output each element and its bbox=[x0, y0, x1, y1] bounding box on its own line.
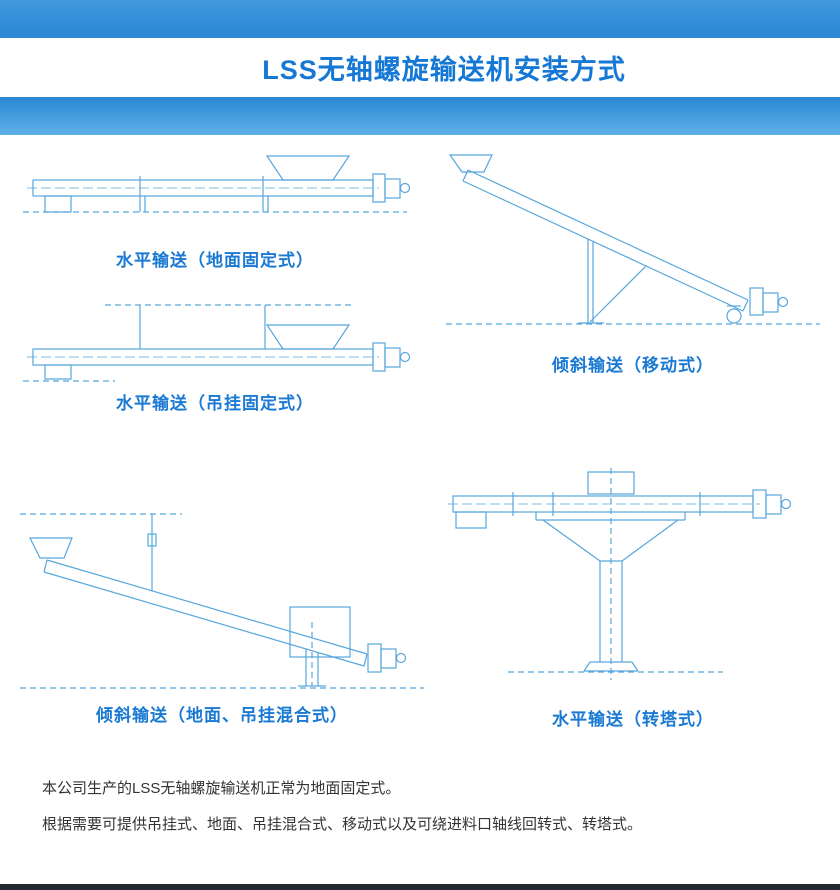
caption-inclined-mobile: 倾斜输送（移动式） bbox=[552, 356, 714, 375]
page-title: LSS无轴螺旋输送机安装方式 bbox=[262, 55, 626, 85]
inclined-mobile-drawing bbox=[446, 154, 820, 325]
caption-horizontal-ground-fixed: 水平输送（地面固定式） bbox=[116, 251, 314, 270]
caption-horizontal-turret: 水平输送（转塔式） bbox=[552, 710, 714, 729]
note-line-2: 根据需要可提供吊挂式、地面、吊挂混合式、移动式以及可绕进料口轴线回转式、转塔式。 bbox=[42, 816, 643, 833]
title-row: LSS无轴螺旋输送机安装方式 bbox=[0, 38, 840, 97]
header-band-bottom bbox=[0, 97, 840, 135]
horizontal-turret-drawing bbox=[448, 468, 792, 680]
caption-horizontal-hanging-fixed: 水平输送（吊挂固定式） bbox=[116, 394, 314, 413]
figure-horizontal-ground-fixed: 水平输送（地面固定式） bbox=[15, 150, 415, 271]
caption-inclined-ground-hanging-mixed: 倾斜输送（地面、吊挂混合式） bbox=[96, 706, 348, 725]
header-band-top bbox=[0, 0, 840, 38]
figure-inclined-ground-hanging-mixed: 倾斜输送（地面、吊挂混合式） bbox=[12, 482, 432, 726]
figure-inclined-mobile: 倾斜输送（移动式） bbox=[438, 152, 828, 376]
horizontal-hanging-fixed-drawing bbox=[23, 304, 411, 382]
figure-horizontal-turret: 水平输送（转塔式） bbox=[438, 466, 828, 730]
horizontal-ground-fixed-drawing bbox=[23, 155, 411, 213]
bottom-border bbox=[0, 884, 840, 890]
inclined-ground-hanging-mixed-drawing bbox=[20, 513, 424, 689]
figure-horizontal-hanging-fixed: 水平输送（吊挂固定式） bbox=[15, 297, 415, 414]
note-line-1: 本公司生产的LSS无轴螺旋输送机正常为地面固定式。 bbox=[42, 780, 401, 797]
footer-notes: 本公司生产的LSS无轴螺旋输送机正常为地面固定式。 根据需要可提供吊挂式、地面、… bbox=[42, 778, 812, 850]
